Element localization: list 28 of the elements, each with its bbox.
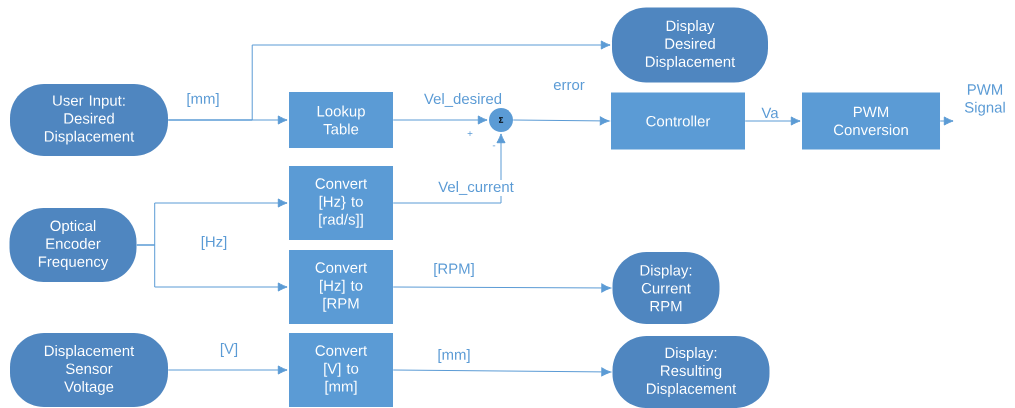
arrow bbox=[392, 283, 612, 293]
edge-label: Vel_desired bbox=[422, 92, 504, 108]
process-box: PWM Conversion bbox=[802, 92, 940, 150]
sign-label: + bbox=[467, 131, 473, 136]
edge-label: [V] bbox=[218, 342, 240, 358]
process-box: Convert [Hz} to [rad/s]] bbox=[289, 166, 393, 240]
process-box: Convert [V] to [mm] bbox=[289, 333, 393, 407]
arrow bbox=[939, 116, 954, 126]
arrow bbox=[392, 367, 612, 377]
arrow bbox=[392, 133, 506, 204]
process-box: Lookup Table bbox=[289, 92, 393, 148]
arrow bbox=[167, 365, 288, 375]
edge-label: [mm] bbox=[436, 348, 472, 364]
edge-label: [mm] bbox=[185, 92, 221, 108]
arrow bbox=[744, 116, 801, 126]
edge-label: [RPM] bbox=[432, 262, 476, 278]
edge-label: error bbox=[552, 80, 586, 92]
arrow bbox=[392, 115, 488, 125]
edge-label: Va bbox=[760, 106, 780, 120]
arrow bbox=[512, 116, 610, 126]
edge-label: [Hz] bbox=[199, 235, 229, 251]
arrow bbox=[167, 115, 288, 125]
arrow bbox=[136, 244, 288, 292]
process-box: Controller bbox=[611, 92, 745, 150]
process-box: Convert [Hz] to [RPM bbox=[289, 250, 393, 324]
sign-label: - bbox=[492, 145, 496, 147]
output-label: PWM Signal bbox=[964, 84, 1005, 116]
edge-label: Vel_current bbox=[437, 180, 515, 196]
